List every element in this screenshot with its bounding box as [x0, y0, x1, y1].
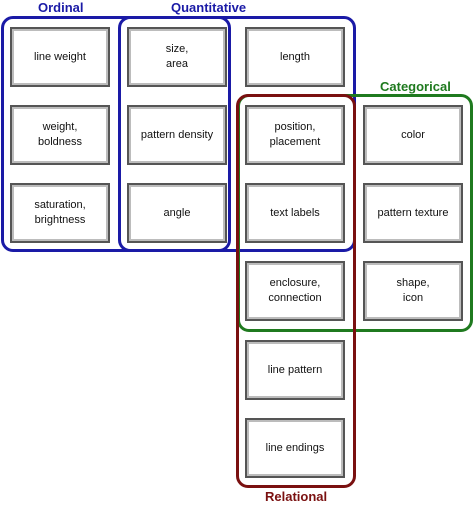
ordinal-group-label: Ordinal [35, 0, 87, 15]
card-line-endings: line endings [245, 418, 345, 478]
quantitative-group-label: Quantitative [168, 0, 250, 15]
card-line-pattern: line pattern [245, 340, 345, 400]
categorical-group-label: Categorical [377, 79, 454, 94]
card-text-labels: text labels [245, 183, 345, 243]
relational-group-frame [236, 94, 356, 488]
ordinal-group-frame [1, 16, 231, 252]
card-length: length [245, 27, 345, 87]
relational-group-label: Relational [262, 489, 331, 504]
card-weight-boldness: weight, boldness [10, 105, 110, 165]
card-enclosure-connection: enclosure, connection [245, 261, 345, 321]
card-line-weight: line weight [10, 27, 110, 87]
card-pattern-texture: pattern texture [363, 183, 463, 243]
card-shape-icon: shape, icon [363, 261, 463, 321]
card-color: color [363, 105, 463, 165]
card-pattern-density: pattern density [127, 105, 227, 165]
card-size-area: size, area [127, 27, 227, 87]
card-saturation-brightness: saturation, brightness [10, 183, 110, 243]
card-angle: angle [127, 183, 227, 243]
card-position-placement: position, placement [245, 105, 345, 165]
